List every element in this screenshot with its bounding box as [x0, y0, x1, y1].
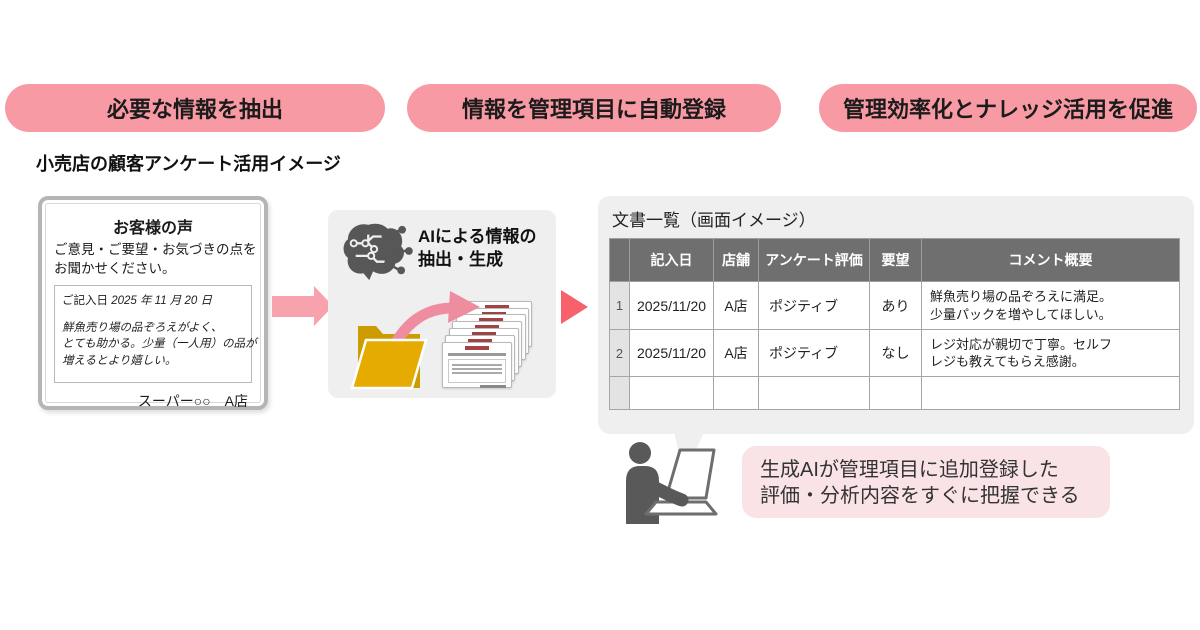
- cell-rating: ポジティブ: [758, 329, 870, 377]
- cell-rating: [758, 376, 870, 410]
- header-comment: コメント概要: [921, 238, 1180, 282]
- banner-knowledge-promotion: 管理効率化とナレッジ活用を促進: [819, 84, 1197, 132]
- survey-subtitle-line1: ご意見・ご要望・お気づきの点を: [54, 242, 257, 257]
- survey-response-box: ご記入日 2025 年 11 月 20 日 鮮魚売り場の品ぞろえがよく、 とても…: [54, 284, 257, 383]
- banner-label: 情報を管理項目に自動登録: [461, 97, 726, 122]
- ai-box-label: AIによる情報の 抽出・生成: [418, 226, 537, 272]
- banner-label: 必要な情報を抽出: [106, 97, 283, 122]
- customer-survey-card: お客様の声 ご意見・ご要望・お気づきの点を お聞かせください。 ご記入日 202…: [38, 196, 268, 410]
- callout-line1: 生成AIが管理項目に追加登録した: [760, 459, 1059, 481]
- callout-bubble: 生成AIが管理項目に追加登録した 評価・分析内容をすぐに把握できる: [742, 446, 1110, 518]
- row-number: 1: [609, 281, 630, 330]
- table-row-empty: [609, 376, 1180, 410]
- ai-processing-box: AIによる情報の 抽出・生成: [328, 210, 556, 398]
- cell-request: なし: [869, 329, 922, 377]
- table-row: 2 2025/11/20 A店 ポジティブ なし レジ対応が親切で丁寧。セルフ …: [609, 329, 1180, 377]
- document-table: 記入日 店舗 アンケート評価 要望 コメント概要 1 2025/11/20 A店…: [609, 238, 1180, 410]
- ai-label-line2: 抽出・生成: [418, 249, 503, 269]
- panel-title: 文書一覧（画面イメージ）: [612, 211, 816, 230]
- cell-rating: ポジティブ: [758, 281, 870, 330]
- cell-date: [629, 376, 714, 410]
- survey-date-line: ご記入日 2025 年 11 月 20 日: [62, 292, 244, 308]
- cell-date: 2025/11/20: [629, 329, 714, 377]
- document-stack-icon: [442, 296, 542, 396]
- header-date: 記入日: [629, 238, 714, 282]
- cell-store: A店: [713, 329, 759, 377]
- survey-handwritten-comment: 鮮魚売り場の品ぞろえがよく、 とても助かる。少量（一人用）の品が 増えるとより嬉…: [62, 320, 257, 370]
- cell-comment: 鮮魚売り場の品ぞろえに満足。 少量パックを増やしてほしい。: [921, 281, 1180, 330]
- mini-survey-card-front: [442, 342, 512, 388]
- survey-store-footer: スーパー○○ A店: [137, 392, 248, 409]
- arrow-shaft: [272, 296, 314, 317]
- survey-title: お客様の声: [112, 220, 193, 237]
- cell-request: [869, 376, 922, 410]
- folder-icon: [350, 291, 480, 390]
- cell-store: [713, 376, 759, 410]
- cell-request: あり: [869, 281, 922, 330]
- cell-comment: レジ対応が親切で丁寧。セルフ レジも教えてもらえ感謝。: [921, 329, 1180, 377]
- right-block-arrow-icon: [272, 286, 333, 326]
- section-title: 小売店の顧客アンケート活用イメージ: [36, 154, 341, 174]
- banner-label: 管理効率化とナレッジ活用を促進: [842, 97, 1173, 122]
- comment-line: 鮮魚売り場の品ぞろえがよく、: [62, 321, 223, 334]
- brain-circuit-icon: [343, 223, 413, 281]
- ai-label-line1: AIによる情報の: [418, 227, 537, 246]
- table-header-row: 記入日 店舗 アンケート評価 要望 コメント概要: [609, 238, 1180, 282]
- header-request: 要望: [869, 238, 922, 282]
- right-triangle-arrow-icon: [561, 290, 588, 324]
- survey-subtitle-line2: お聞かせください。: [54, 260, 176, 276]
- cell-store: A店: [713, 281, 759, 330]
- person-at-laptop-icon: [626, 442, 718, 524]
- header-store: 店舗: [713, 238, 759, 282]
- document-list-panel: 文書一覧（画面イメージ） 記入日 店舗 アンケート評価 要望 コメント概要 1 …: [598, 196, 1194, 434]
- comment-line: 増えるとより嬉しい。: [62, 355, 177, 368]
- banner-extract-info: 必要な情報を抽出: [5, 84, 385, 132]
- cell-comment: [921, 376, 1180, 410]
- comment-line: とても助かる。少量（一人用）の品が: [62, 338, 257, 351]
- survey-date-value: 2025 年 11 月 20 日: [111, 294, 212, 307]
- callout-line2: 評価・分析内容をすぐに把握できる: [760, 485, 1080, 507]
- cell-date: 2025/11/20: [629, 281, 714, 330]
- table-row: 1 2025/11/20 A店 ポジティブ あり 鮮魚売り場の品ぞろえに満足。 …: [609, 281, 1180, 330]
- header-blank: [609, 238, 630, 282]
- header-rating: アンケート評価: [758, 238, 870, 282]
- banner-auto-register: 情報を管理項目に自動登録: [407, 84, 781, 132]
- survey-card-inner: お客様の声 ご意見・ご要望・お気づきの点を お聞かせください。 ご記入日 202…: [45, 203, 261, 409]
- row-number: 2: [609, 329, 630, 377]
- survey-date-label: ご記入日: [62, 294, 108, 307]
- row-number: [609, 376, 630, 410]
